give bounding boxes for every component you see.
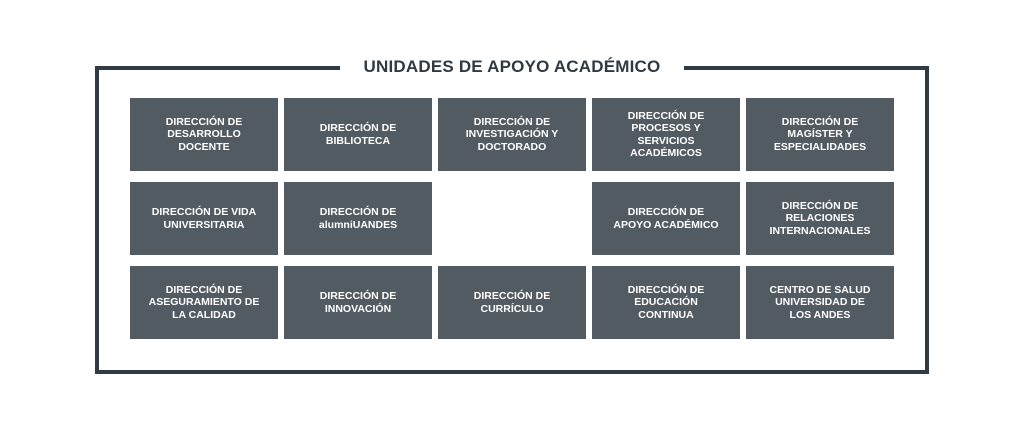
units-grid: DIRECCIÓN DE DESARROLLO DOCENTE DIRECCIÓ…: [130, 98, 894, 339]
unit-magister-especialidades: DIRECCIÓN DE MAGÍSTER Y ESPECIALIDADES: [746, 98, 894, 171]
unit-centro-salud: CENTRO DE SALUD UNIVERSIDAD DE LOS ANDES: [746, 266, 894, 339]
unit-curriculo: DIRECCIÓN DE CURRÍCULO: [438, 266, 586, 339]
diagram-title: UNIDADES DE APOYO ACADÉMICO: [340, 54, 684, 80]
unit-aseguramiento-calidad: DIRECCIÓN DE ASEGURAMIENTO DE LA CALIDAD: [130, 266, 278, 339]
unit-vida-universitaria: DIRECCIÓN DE VIDA UNIVERSITARIA: [130, 182, 278, 255]
unit-educacion-continua: DIRECCIÓN DE EDUCACIÓN CONTINUA: [592, 266, 740, 339]
empty-cell: [438, 182, 586, 255]
unit-procesos-servicios-academicos: DIRECCIÓN DE PROCESOS Y SERVICIOS ACADÉM…: [592, 98, 740, 171]
unit-innovacion: DIRECCIÓN DE INNOVACIÓN: [284, 266, 432, 339]
unit-apoyo-academico: DIRECCIÓN DE APOYO ACADÉMICO: [592, 182, 740, 255]
unit-investigacion-doctorado: DIRECCIÓN DE INVESTIGACIÓN Y DOCTORADO: [438, 98, 586, 171]
unit-alumniuandes: DIRECCIÓN DE alumniUANDES: [284, 182, 432, 255]
unit-biblioteca: DIRECCIÓN DE BIBLIOTECA: [284, 98, 432, 171]
unit-desarrollo-docente: DIRECCIÓN DE DESARROLLO DOCENTE: [130, 98, 278, 171]
unit-relaciones-internacionales: DIRECCIÓN DE RELACIONES INTERNACIONALES: [746, 182, 894, 255]
